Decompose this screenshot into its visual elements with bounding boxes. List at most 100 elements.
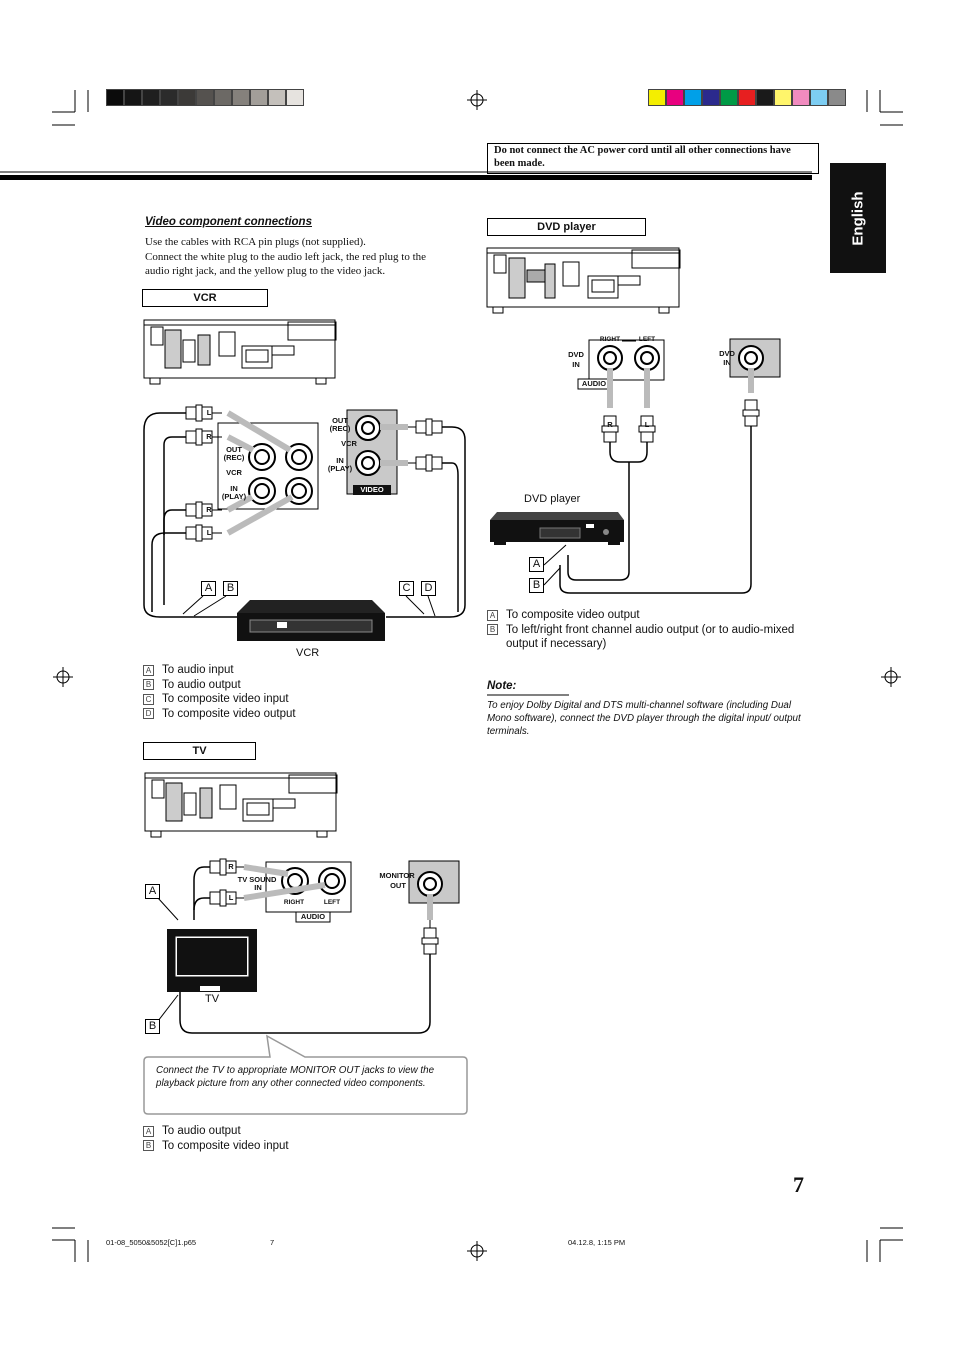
vcr-out-label: OUT(REC) — [223, 445, 245, 462]
tv-device-label: TV — [205, 993, 220, 1005]
color-swatch — [792, 89, 810, 106]
monitor-out-label: OUT — [390, 881, 406, 890]
right-label: RIGHT — [599, 336, 621, 343]
process-color-bar — [648, 89, 846, 106]
monitor-out-jack-panel — [408, 860, 460, 904]
gray-color-bar — [106, 89, 304, 106]
receiver-rear-panel — [486, 247, 681, 314]
page-number: 7 — [793, 1172, 804, 1197]
tv-sound-in-label: IN — [254, 883, 262, 892]
dvd-label: DVD — [568, 350, 584, 359]
dvd-heading-box: DVD player — [487, 218, 646, 236]
intro-line: Use the cables with RCA pin plugs (not s… — [145, 236, 366, 248]
color-swatch — [756, 89, 774, 106]
dvd-audio-jack-panel — [577, 339, 665, 390]
video-in-label: IN(PLAY) — [327, 456, 353, 473]
vcr-device-label: VCR — [296, 647, 320, 659]
color-swatch — [648, 89, 666, 106]
plug-l-label: L — [644, 420, 650, 429]
dvd-video-jack-panel — [729, 338, 781, 378]
left-label: LEFT — [638, 336, 656, 343]
registration-mark-bottom — [467, 1241, 487, 1261]
audio-label: AUDIO — [581, 379, 607, 388]
dvd-player-device — [490, 512, 624, 545]
monitor-label: MONITOR — [379, 871, 415, 880]
legend-item: output if necessary) — [506, 638, 607, 650]
color-swatch — [702, 89, 720, 106]
key-d: D — [421, 581, 436, 596]
vcr-heading-box: VCR — [142, 289, 268, 307]
plug-r-label: R — [206, 432, 212, 441]
plug-r-label: R — [228, 862, 234, 871]
receiver-rear-panel — [144, 772, 338, 838]
plug-l-label: L — [228, 893, 234, 902]
color-swatch — [286, 89, 304, 106]
plug-r-label: R — [206, 505, 212, 514]
note-title: Note: — [487, 680, 517, 692]
language-tab: English — [830, 163, 886, 273]
key-a: A — [529, 557, 544, 572]
footer-date: 04.12.8, 1:15 PM — [568, 1238, 626, 1247]
color-swatch — [774, 89, 792, 106]
tv-sound-jack-panel — [265, 861, 352, 923]
color-swatch — [232, 89, 250, 106]
receiver-rear-panel — [143, 319, 337, 385]
vcr-in-label: IN(PLAY) — [221, 484, 247, 501]
video-panel-label: VIDEO — [360, 485, 384, 494]
intro-text: Use the cables with RCA pin plugs (not s… — [145, 235, 426, 279]
monitor-out-callout-text: Connect the TV to appropriate MONITOR OU… — [156, 1065, 435, 1089]
color-swatch — [214, 89, 232, 106]
color-swatch — [142, 89, 160, 106]
audio-label: AUDIO — [300, 912, 326, 921]
dvd-device-label: DVD player — [524, 493, 581, 505]
vcr-label: VCR — [226, 468, 242, 477]
color-swatch — [666, 89, 684, 106]
key-b: B — [145, 1019, 160, 1034]
callout-bubble — [143, 1034, 468, 1115]
color-swatch — [124, 89, 142, 106]
dvd-video-label: DVD — [719, 349, 735, 358]
plug-l-label: L — [206, 528, 212, 537]
key-b: B — [223, 581, 238, 596]
color-swatch — [250, 89, 268, 106]
power-cord-warning: Do not connect the AC power cord until a… — [487, 143, 819, 174]
video-vcr-label: VCR — [341, 439, 357, 448]
tv-sound-label: TV SOUND — [237, 875, 277, 884]
dvd-in-label: IN — [572, 360, 580, 369]
section-title: Video component connections — [145, 216, 312, 228]
color-swatch — [196, 89, 214, 106]
vcr-device — [237, 600, 385, 641]
color-swatch — [720, 89, 738, 106]
video-out-label: OUT(REC) — [329, 416, 351, 433]
right-label: RIGHT — [283, 899, 305, 906]
color-swatch — [738, 89, 756, 106]
dvd-video-in-label: IN — [723, 358, 731, 367]
key-b: B — [529, 578, 544, 593]
color-swatch — [106, 89, 124, 106]
tv-device — [167, 929, 257, 992]
plug-l-label: L — [206, 408, 212, 417]
registration-mark-right — [881, 667, 901, 687]
footer-file-page: 7 — [270, 1238, 275, 1247]
registration-mark-top — [467, 90, 487, 110]
plug-r-label: R — [607, 420, 613, 429]
tv-heading-box: TV — [143, 742, 256, 760]
color-swatch — [160, 89, 178, 106]
color-swatch — [178, 89, 196, 106]
intro-line: Connect the white plug to the audio left… — [145, 250, 427, 263]
footer-file-name: 01-08_5050&5052[C]1.p65 — [106, 1238, 197, 1247]
note-text: To enjoy Dolby Digital and DTS multi-cha… — [487, 700, 801, 737]
registration-mark-left — [53, 667, 73, 687]
color-swatch — [684, 89, 702, 106]
